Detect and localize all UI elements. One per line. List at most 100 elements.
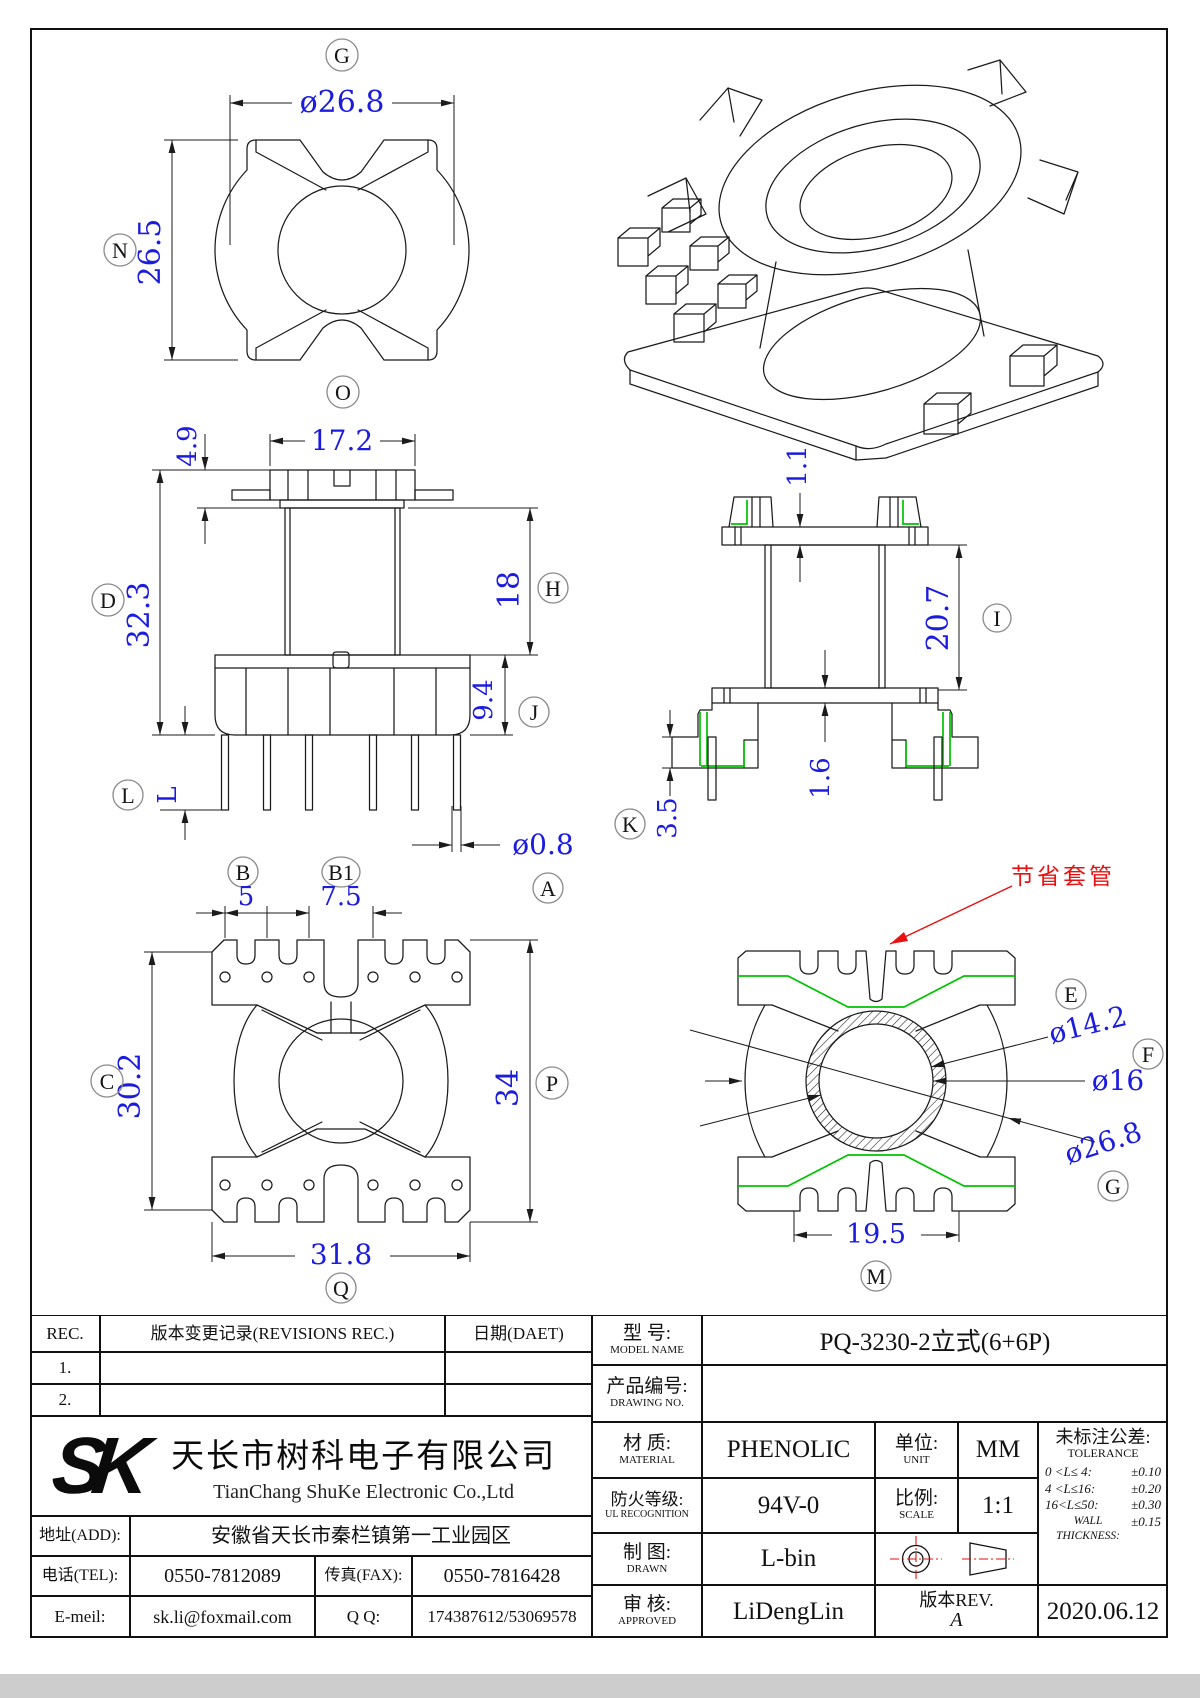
svg-text:O: O: [335, 380, 351, 405]
approved-value: LiDengLin: [702, 1585, 875, 1638]
svg-text:I: I: [993, 606, 1000, 631]
red-arrowhead: [890, 932, 908, 944]
email-label: E-meil:: [30, 1596, 130, 1638]
scale-label: 比例: SCALE: [875, 1478, 958, 1533]
drawn-label: 制 图: DRAWN: [592, 1533, 702, 1585]
dim-bottom-outer: 34: [491, 1069, 526, 1107]
front-view: O 17.2: [91, 375, 574, 904]
rev-row2-desc: [100, 1384, 445, 1416]
dim-pitch-small: 5: [238, 882, 255, 912]
svg-text:G: G: [334, 43, 350, 68]
svg-text:N: N: [112, 238, 128, 263]
dim-front-winding: 18: [492, 571, 527, 609]
tel-value: 0550-7812089: [130, 1556, 315, 1596]
tel-label: 电话(TEL):: [30, 1556, 130, 1596]
label-H: H: [537, 572, 569, 604]
terminal-holes-bottom: [219, 1179, 463, 1191]
company-logo: SK: [48, 1421, 141, 1510]
dim-section-d1: ø14.2: [1045, 999, 1130, 1050]
material-value: PHENOLIC: [702, 1422, 875, 1478]
label-J: J: [518, 696, 550, 728]
dim-front-total: 32.3: [122, 582, 157, 649]
svg-text:A: A: [540, 876, 556, 901]
dim-section-d3: ø26.8: [1060, 1115, 1146, 1171]
fire-value: 94V-0: [702, 1478, 875, 1533]
drawingno-value: [702, 1365, 1168, 1422]
svg-text:M: M: [866, 1264, 886, 1289]
rev-row1-date: [445, 1352, 592, 1384]
svg-text:P: P: [546, 1071, 558, 1096]
drawingno-label: 产品编号: DRAWING NO.: [592, 1365, 702, 1422]
section-view: 节省套管 ø14.2 ø16 ø26.8 E: [689, 864, 1164, 1292]
tolerance-row: 4 <L≤16: ±0.20: [1045, 1480, 1161, 1496]
dim-section-width: 19.5: [846, 1219, 906, 1250]
projection-symbol-icon: [889, 1536, 1014, 1582]
svg-text:B: B: [236, 860, 251, 885]
rev-row1-desc: [100, 1352, 445, 1384]
pin-header-cubes: [617, 198, 758, 343]
sleeve-note: 节省套管: [1011, 864, 1115, 889]
dim-side-top: 1.1: [783, 445, 813, 486]
dim-bottom-width: 31.8: [310, 1238, 372, 1271]
label-F: F: [1132, 1038, 1164, 1070]
svg-text:K: K: [622, 812, 638, 837]
rev-row1-num: 1.: [30, 1352, 100, 1384]
svg-text:Q: Q: [333, 1276, 349, 1301]
company-name-en: TianChang ShuKe Electronic Co.,Ltd: [213, 1480, 515, 1503]
qq-value: 174387612/53069578: [412, 1596, 592, 1638]
material-label: 材 质: MATERIAL: [592, 1422, 702, 1478]
rev-col-header-desc: 版本变更记录(REVISIONS REC.): [100, 1315, 445, 1352]
label-O: O: [326, 375, 360, 409]
tolerance-row: WALL THICKNESS: ±0.15: [1056, 1513, 1161, 1542]
dim-bottom-inner: 30.2: [113, 1053, 148, 1120]
date-cell: 2020.06.12: [1038, 1585, 1168, 1638]
dim-front-flange: 4.9: [173, 425, 203, 466]
scale-value: 1:1: [958, 1478, 1038, 1533]
fax-label: 传真(FAX):: [315, 1556, 412, 1596]
dim-side-standoff: 3.5: [653, 797, 683, 838]
top-view: ø26.8 G 26.5 N: [103, 38, 470, 361]
approved-label: 审 核: APPROVED: [592, 1585, 702, 1638]
unit-value: MM: [958, 1422, 1038, 1478]
projection-symbol-cell: [875, 1533, 1038, 1585]
dim-front-width: 17.2: [311, 424, 373, 457]
label-K: K: [614, 808, 646, 840]
dim-section-d2: ø16: [1092, 1064, 1145, 1097]
label-I: I: [982, 603, 1012, 633]
addr-value: 安徽省天长市秦栏镇第一工业园区: [130, 1516, 592, 1556]
svg-text:L: L: [121, 783, 134, 808]
dim-front-pin-length: L: [153, 786, 183, 803]
dim-top-height: 26.5: [133, 219, 168, 286]
svg-text:J: J: [530, 700, 539, 725]
label-D: D: [91, 583, 125, 617]
label-C: C: [90, 1064, 124, 1098]
dim-side-base: 1.6: [806, 757, 836, 798]
dim-pitch-center: 7.5: [320, 882, 361, 912]
label-L: L: [112, 779, 144, 811]
label-G-section: G: [1097, 1170, 1129, 1202]
svg-text:E: E: [1064, 982, 1077, 1007]
label-N: N: [103, 233, 137, 267]
label-Q: Q: [325, 1272, 357, 1304]
svg-text:C: C: [100, 1069, 115, 1094]
label-B: B: [227, 856, 259, 888]
unit-label: 单位: UNIT: [875, 1422, 958, 1478]
rev-col-header-date: 日期(DAET): [445, 1315, 592, 1352]
company-banner: SK 天长市树科电子有限公司 TianChang ShuKe Electroni…: [30, 1416, 592, 1516]
dim-side-height: 20.7: [921, 585, 956, 652]
label-G-top: G: [325, 38, 359, 72]
label-B1: B1: [321, 856, 361, 888]
page-bottom-strip: [0, 1674, 1200, 1698]
label-A: A: [532, 872, 564, 904]
tolerance-box: 未标注公差: TOLERANCE 0 <L≤ 4: ±0.10 4 <L≤16:…: [1038, 1422, 1168, 1585]
side-view: 1.1 20.7 I 1.6 3.5 K: [614, 445, 1012, 840]
svg-text:F: F: [1142, 1042, 1154, 1067]
front-pins: [220, 734, 462, 811]
fire-label: 防火等级: UL RECOGNITION: [592, 1478, 702, 1533]
svg-text:H: H: [545, 576, 561, 601]
svg-text:G: G: [1105, 1174, 1121, 1199]
fax-value: 0550-7816428: [412, 1556, 592, 1596]
company-name-cn: 天长市树科电子有限公司: [171, 1436, 557, 1474]
